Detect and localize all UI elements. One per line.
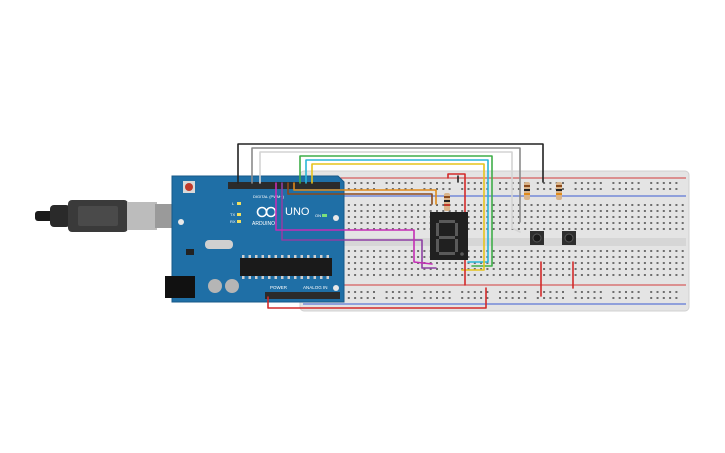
led-l-label: L bbox=[232, 201, 235, 206]
resistor[interactable] bbox=[556, 182, 562, 200]
wire-black bbox=[237, 143, 544, 184]
wire-orange bbox=[293, 182, 437, 205]
power-jack[interactable] bbox=[165, 276, 195, 298]
atmega-chip bbox=[240, 258, 332, 276]
resistor[interactable] bbox=[524, 182, 530, 200]
wire-green bbox=[299, 155, 493, 267]
wire-cyan bbox=[305, 159, 489, 263]
led-tx-label: TX bbox=[230, 212, 235, 217]
wires[interactable] bbox=[237, 143, 574, 309]
seven-segment-display[interactable] bbox=[430, 212, 468, 260]
analog-label: ANALOG IN bbox=[303, 285, 328, 290]
mounting-hole bbox=[333, 215, 339, 221]
power-analog-header[interactable] bbox=[265, 292, 340, 299]
wire-yellow bbox=[311, 163, 485, 271]
push-button[interactable] bbox=[530, 231, 544, 245]
wire-white bbox=[259, 151, 521, 233]
usb-cable[interactable] bbox=[35, 200, 173, 232]
led-rx-label: RX bbox=[230, 219, 236, 224]
arduino-model: UNO bbox=[285, 206, 310, 218]
mounting-hole bbox=[178, 219, 184, 225]
mounting-hole bbox=[333, 285, 339, 291]
resistor[interactable] bbox=[444, 193, 450, 211]
arduino-brand: ARDUINO bbox=[252, 221, 275, 227]
wire-purple bbox=[281, 182, 437, 269]
wire-red-gnd bbox=[267, 287, 487, 309]
on-label: ON bbox=[315, 213, 321, 218]
wire-brown bbox=[287, 182, 433, 205]
breadboard[interactable] bbox=[299, 170, 690, 312]
push-button[interactable] bbox=[562, 231, 576, 245]
wire-gray bbox=[251, 147, 521, 223]
arduino-uno[interactable]: ARDUINO UNO POWER ANALOG IN DIGITAL (PWM… bbox=[165, 175, 345, 303]
wire-magenta bbox=[275, 182, 433, 265]
digital-header[interactable] bbox=[228, 182, 340, 189]
power-label: POWER bbox=[270, 285, 288, 290]
digital-label: DIGITAL (PWM~) bbox=[253, 194, 285, 199]
